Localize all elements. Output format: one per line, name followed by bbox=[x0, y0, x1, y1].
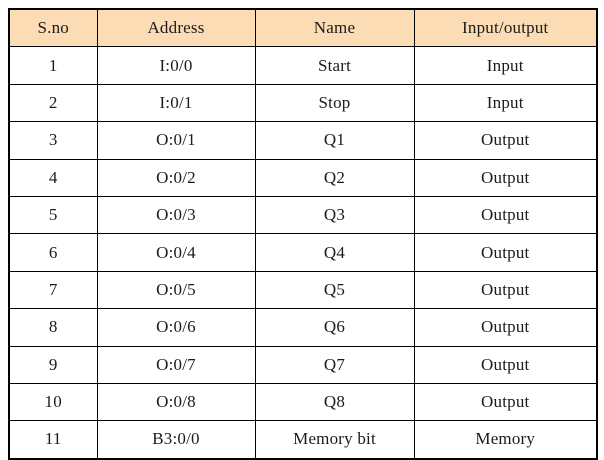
table-cell: I:0/0 bbox=[96, 46, 256, 85]
table-cell: 4 bbox=[8, 158, 98, 197]
table-cell: O:0/3 bbox=[96, 195, 256, 235]
table-cell: Memory bit bbox=[254, 420, 415, 460]
table-cell: Q7 bbox=[254, 345, 415, 384]
table-cell: Q5 bbox=[254, 270, 415, 310]
table-cell: 7 bbox=[8, 270, 98, 310]
table-cell: Output bbox=[413, 382, 598, 422]
table-cell: 2 bbox=[8, 83, 98, 123]
table-cell: Output bbox=[413, 158, 598, 197]
table-cell: 11 bbox=[8, 420, 98, 460]
column-header: S.no bbox=[8, 8, 98, 48]
table-cell: Q3 bbox=[254, 195, 415, 235]
table-cell: O:0/5 bbox=[96, 270, 256, 310]
table-cell: Output bbox=[413, 121, 598, 160]
table-cell: O:0/7 bbox=[96, 345, 256, 384]
table-cell: O:0/6 bbox=[96, 308, 256, 347]
table-cell: O:0/8 bbox=[96, 382, 256, 422]
table-cell: 6 bbox=[8, 233, 98, 272]
table-cell: Q6 bbox=[254, 308, 415, 347]
table-cell: 8 bbox=[8, 308, 98, 347]
table-cell: O:0/2 bbox=[96, 158, 256, 197]
table-cell: Output bbox=[413, 233, 598, 272]
table-cell: Q8 bbox=[254, 382, 415, 422]
table-cell: 10 bbox=[8, 382, 98, 422]
table-cell: Q2 bbox=[254, 158, 415, 197]
table-cell: Start bbox=[254, 46, 415, 85]
table-cell: Input bbox=[413, 46, 598, 85]
table-cell: B3:0/0 bbox=[96, 420, 256, 460]
table-cell: I:0/1 bbox=[96, 83, 256, 123]
table-cell: 9 bbox=[8, 345, 98, 384]
column-header: Input/output bbox=[413, 8, 598, 48]
table-cell: Stop bbox=[254, 83, 415, 123]
table-cell: Output bbox=[413, 195, 598, 235]
table-cell: Output bbox=[413, 308, 598, 347]
table-cell: Q1 bbox=[254, 121, 415, 160]
table-cell: O:0/1 bbox=[96, 121, 256, 160]
table-cell: Output bbox=[413, 345, 598, 384]
table-cell: 1 bbox=[8, 46, 98, 85]
table-cell: Output bbox=[413, 270, 598, 310]
table-cell: Input bbox=[413, 83, 598, 123]
table-cell: Memory bbox=[413, 420, 598, 460]
table-cell: 5 bbox=[8, 195, 98, 235]
column-header: Address bbox=[96, 8, 256, 48]
column-header: Name bbox=[254, 8, 415, 48]
table-cell: 3 bbox=[8, 121, 98, 160]
table-cell: Q4 bbox=[254, 233, 415, 272]
table-cell: O:0/4 bbox=[96, 233, 256, 272]
